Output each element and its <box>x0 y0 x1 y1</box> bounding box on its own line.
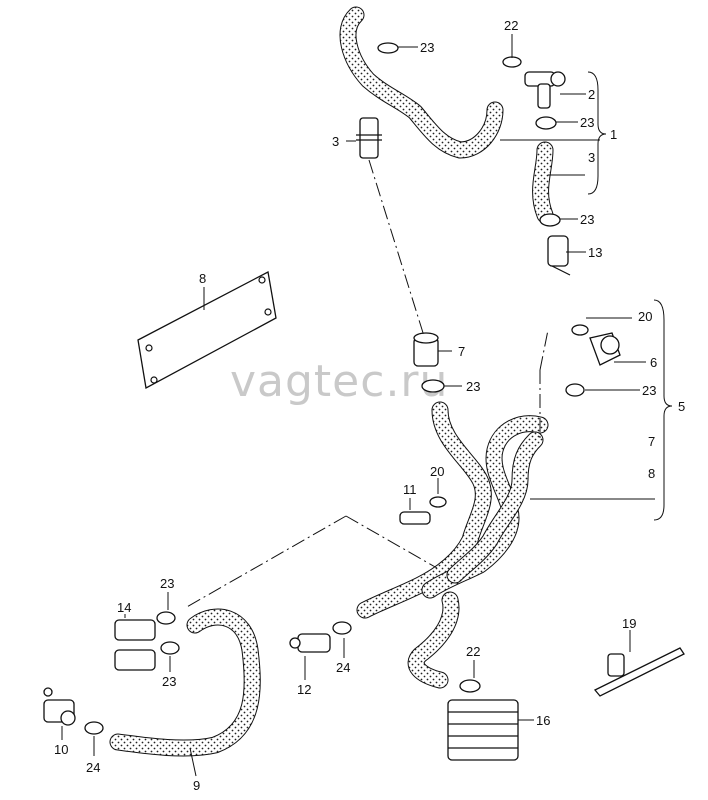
callout-19: 19 <box>622 616 636 631</box>
callout-9: 9 <box>193 778 200 793</box>
callout-8-plate: 8 <box>199 271 206 286</box>
gasket-plate-8 <box>137 271 277 390</box>
callout-24-a: 24 <box>336 660 350 675</box>
clamp-23-lower-right <box>539 213 561 227</box>
callout-23-b: 23 <box>580 115 594 130</box>
clamp-23-pipe14-bottom <box>160 641 180 655</box>
pipe-14 <box>114 619 156 671</box>
tee-connector-2 <box>524 71 566 109</box>
connector-3 <box>356 117 382 159</box>
clamp-20-mid <box>429 496 447 508</box>
hose-loop-9 <box>109 608 261 757</box>
callout-20-a: 20 <box>638 309 652 324</box>
clamp-22-top <box>502 56 522 68</box>
callout-22-top: 22 <box>504 18 518 33</box>
callout-11: 11 <box>403 482 417 497</box>
hoses <box>109 6 554 757</box>
hose-upper-left <box>339 6 504 159</box>
callout-20-b: 20 <box>430 464 444 479</box>
clamp-23-right <box>565 383 585 397</box>
callout-1: 1 <box>610 127 617 142</box>
hose-upper-right <box>532 141 554 224</box>
oil-cooler-16 <box>447 699 519 761</box>
watermark: vagtec.ru <box>230 356 448 407</box>
callout-23-a: 23 <box>420 40 434 55</box>
pipe-13 <box>547 235 571 276</box>
callout-7-mid: 7 <box>458 344 465 359</box>
callout-23-g: 23 <box>162 674 176 689</box>
callout-24-b: 24 <box>86 760 100 775</box>
hose-middle-center <box>446 431 544 584</box>
callout-3-left: 3 <box>332 134 339 149</box>
callout-14: 14 <box>117 600 131 615</box>
callout-13: 13 <box>588 245 602 260</box>
reference-lines <box>184 159 549 609</box>
clamp-23-mid <box>421 379 445 393</box>
callout-6: 6 <box>650 355 657 370</box>
clamp-23-pipe14-top <box>156 611 176 625</box>
callout-5: 5 <box>678 399 685 414</box>
cable-tie-19 <box>593 647 685 697</box>
connector-7 <box>413 332 439 367</box>
callout-22-bottom: 22 <box>466 644 480 659</box>
callout-3-right: 3 <box>588 150 595 165</box>
clamp-23-top <box>377 42 399 54</box>
callout-2: 2 <box>588 87 595 102</box>
clamp-23-upper-right <box>535 116 557 130</box>
callout-12: 12 <box>297 682 311 697</box>
callout-23-c: 23 <box>580 212 594 227</box>
clamp-24-mid <box>332 621 352 635</box>
clamp-20-top <box>571 324 589 336</box>
leader-lines <box>61 34 673 777</box>
callout-16: 16 <box>536 713 550 728</box>
connector-10 <box>43 687 76 726</box>
callout-23-d: 23 <box>466 379 480 394</box>
hose-to-cooler <box>407 591 460 689</box>
clamp-24-left <box>84 721 104 735</box>
hose-middle-branch <box>356 401 492 619</box>
callout-23-f: 23 <box>160 576 174 591</box>
connector-6 <box>589 332 621 366</box>
callout-8-right: 8 <box>648 466 655 481</box>
clamp-22-bottom <box>459 679 481 693</box>
connector-11 <box>399 511 431 525</box>
connector-12 <box>289 633 331 653</box>
callout-labels: 22 23 2 23 1 3 3 23 13 8 20 7 6 23 23 5 … <box>54 18 685 793</box>
callout-7-right: 7 <box>648 434 655 449</box>
callout-10: 10 <box>54 742 68 757</box>
callout-23-e: 23 <box>642 383 656 398</box>
